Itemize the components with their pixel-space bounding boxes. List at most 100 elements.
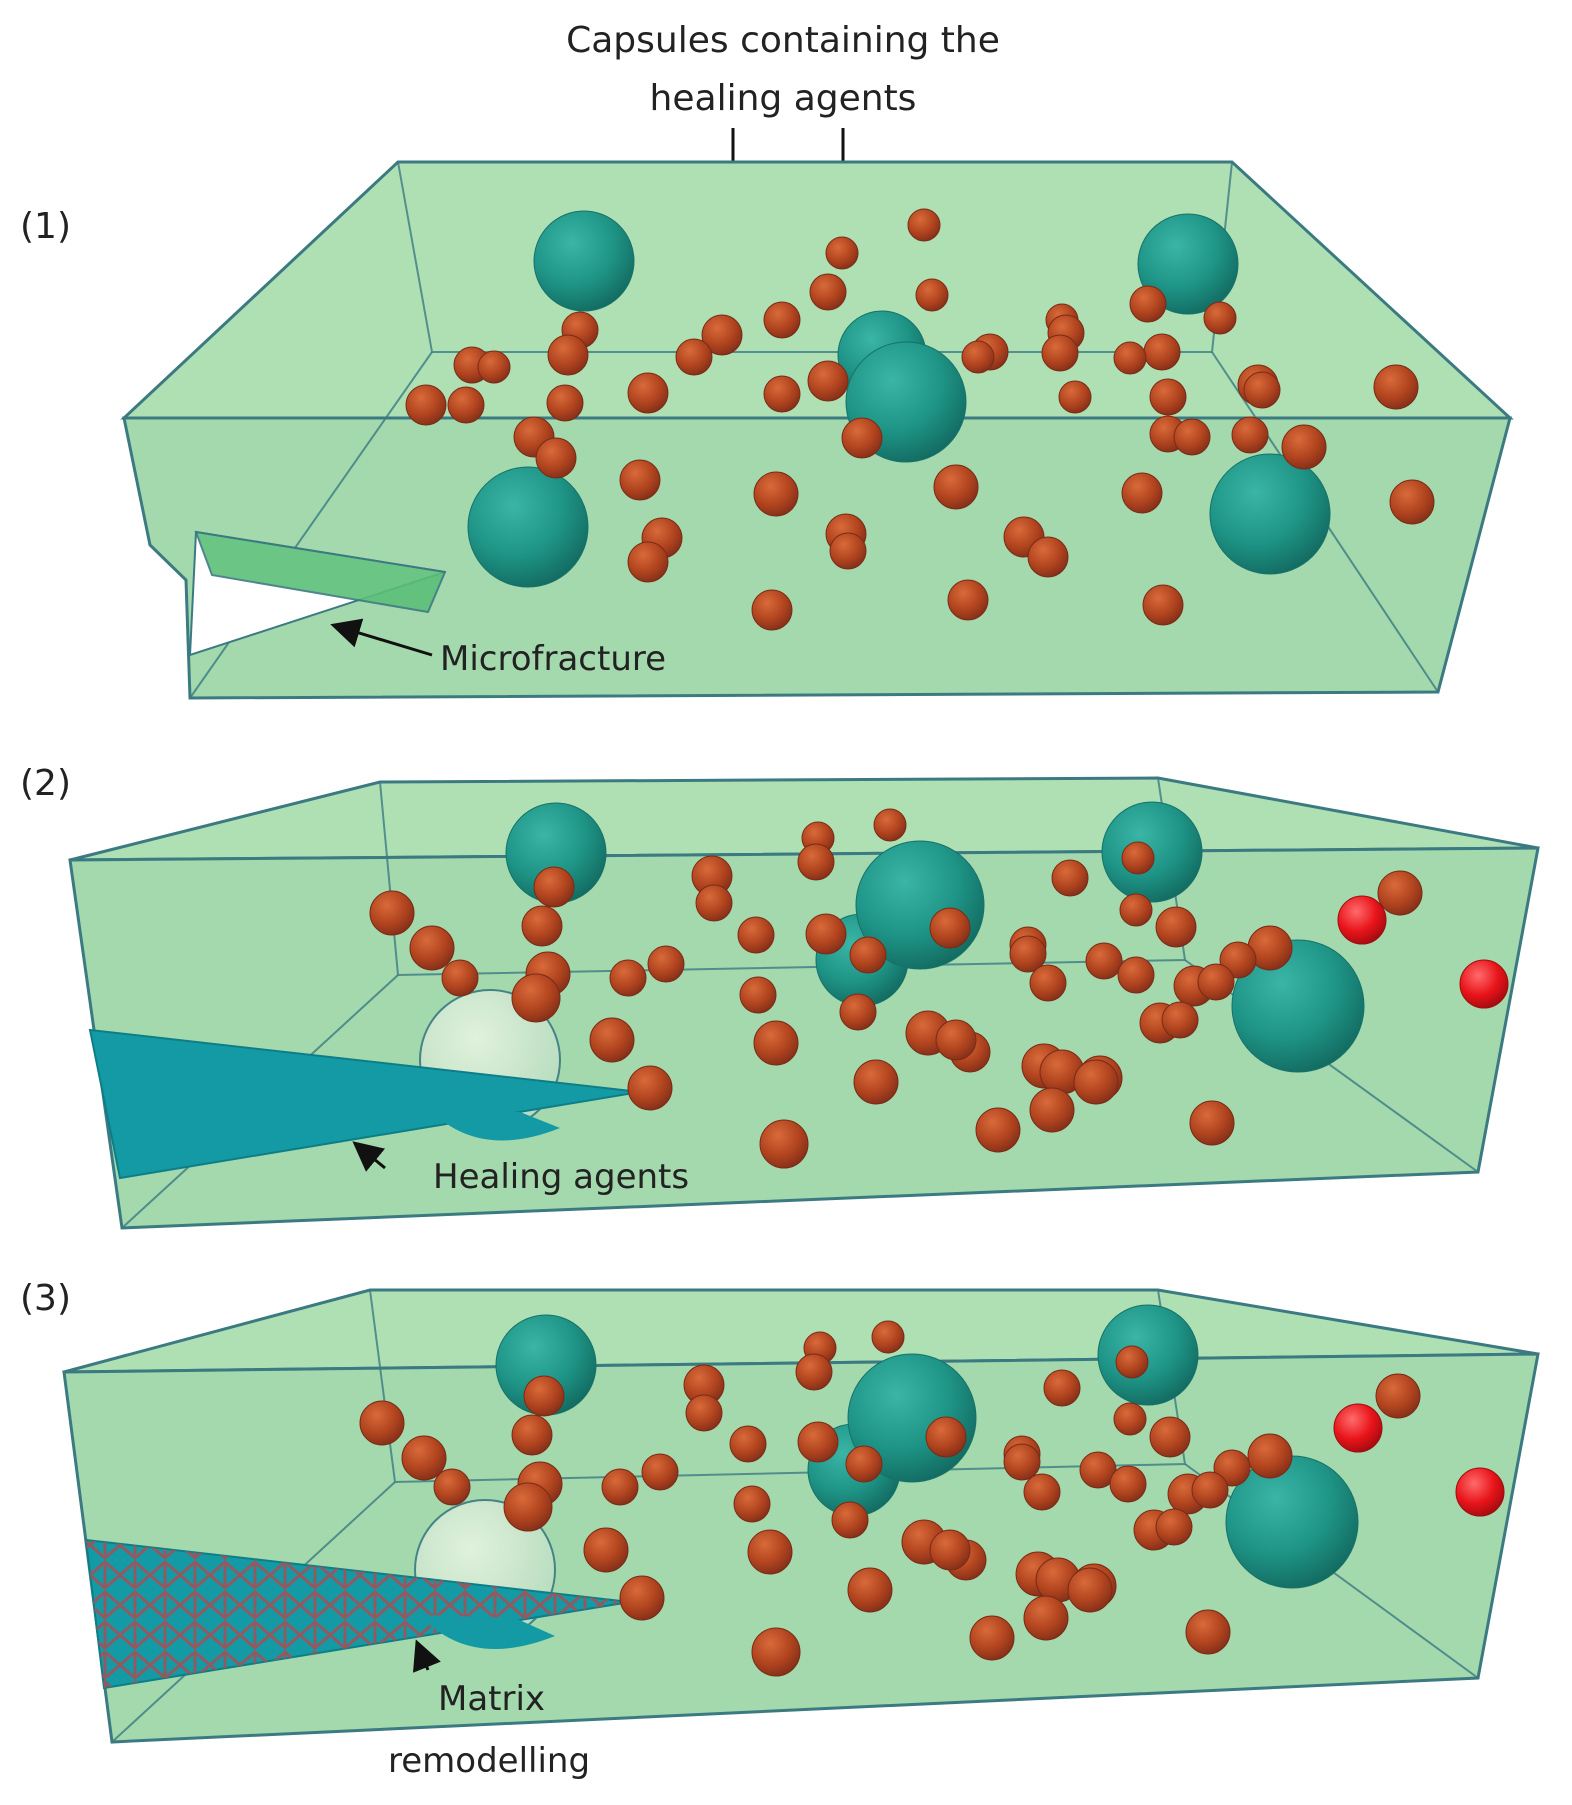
small-capsule xyxy=(1375,1373,1421,1419)
small-capsule xyxy=(739,976,777,1014)
small-capsule xyxy=(359,1400,405,1446)
small-capsule xyxy=(1281,424,1327,470)
small-capsule xyxy=(447,386,485,424)
capsules-annotation: Capsules containing the healing agents xyxy=(566,20,1000,261)
matrix-label: Matrix xyxy=(438,1679,545,1719)
small-capsule xyxy=(929,907,971,949)
small-capsule xyxy=(1173,418,1211,456)
small-capsule xyxy=(601,1468,639,1506)
small-capsule xyxy=(747,1529,793,1575)
small-capsule xyxy=(1113,341,1147,375)
small-capsule xyxy=(1185,1609,1231,1655)
small-capsule xyxy=(511,973,561,1023)
large-capsule xyxy=(1097,1304,1199,1406)
small-capsule xyxy=(535,437,577,479)
small-capsule xyxy=(1161,1001,1199,1039)
small-capsule xyxy=(477,350,511,384)
small-capsule xyxy=(807,360,849,402)
small-capsule xyxy=(847,1567,893,1613)
small-capsule xyxy=(845,1445,883,1483)
small-capsule xyxy=(433,1468,471,1506)
small-capsule xyxy=(647,945,685,983)
panel-1-label: (1) xyxy=(20,206,71,247)
small-capsule xyxy=(1119,893,1153,927)
small-capsule xyxy=(589,1017,635,1063)
small-capsule xyxy=(533,866,575,908)
small-capsule xyxy=(695,884,733,922)
healing-agents-label: Healing agents xyxy=(433,1157,689,1197)
small-capsule xyxy=(1247,1433,1293,1479)
small-capsule xyxy=(1113,1402,1147,1436)
small-capsule xyxy=(627,372,669,414)
small-capsule xyxy=(1155,1508,1193,1546)
small-capsule xyxy=(1231,416,1269,454)
small-capsule xyxy=(929,1529,971,1571)
panel-3-label: (3) xyxy=(20,1278,71,1319)
small-capsule xyxy=(401,1435,447,1481)
large-capsule xyxy=(467,466,589,588)
small-capsule xyxy=(503,1482,553,1532)
small-capsule xyxy=(1023,1595,1069,1641)
panel-3: (3) Matrix remodelling xyxy=(20,1278,1540,1781)
small-capsule xyxy=(925,1416,967,1458)
small-capsule xyxy=(1121,472,1163,514)
small-capsule xyxy=(751,589,793,631)
small-capsule xyxy=(849,936,887,974)
small-capsule xyxy=(831,1501,869,1539)
healing-agent-bulge xyxy=(430,1110,560,1141)
small-capsule xyxy=(961,340,995,374)
microfracture-label: Microfracture xyxy=(440,639,666,679)
small-capsule xyxy=(797,1421,839,1463)
small-capsule xyxy=(1027,536,1069,578)
small-capsule xyxy=(1073,1059,1119,1105)
small-capsule xyxy=(547,334,589,376)
small-capsule xyxy=(1373,364,1419,410)
small-capsule xyxy=(1149,378,1187,416)
small-capsule xyxy=(1243,371,1281,409)
small-capsule xyxy=(1155,906,1197,948)
small-capsule xyxy=(546,384,584,422)
small-capsule xyxy=(523,1375,565,1417)
small-capsule xyxy=(701,314,743,356)
small-capsule xyxy=(641,1453,679,1491)
small-capsule xyxy=(583,1527,629,1573)
panel-2-label: (2) xyxy=(20,763,71,804)
small-capsule xyxy=(1129,285,1167,323)
small-capsule xyxy=(1142,584,1184,626)
small-capsule xyxy=(1197,963,1235,1001)
small-capsule xyxy=(1058,380,1092,414)
released-capsule xyxy=(1455,1467,1505,1517)
panel-2-top-face xyxy=(69,776,1539,862)
small-capsule xyxy=(1203,301,1237,335)
small-capsule xyxy=(1009,935,1047,973)
small-capsule xyxy=(933,464,979,510)
remodelling-label: remodelling xyxy=(388,1741,590,1781)
large-capsule xyxy=(1231,939,1365,1073)
small-capsule xyxy=(1121,841,1155,875)
small-capsule xyxy=(1149,1416,1191,1458)
small-capsule xyxy=(1051,859,1089,897)
small-capsule xyxy=(809,273,847,311)
small-capsule xyxy=(1143,333,1181,371)
small-capsule xyxy=(685,1394,723,1432)
small-capsule xyxy=(853,1059,899,1105)
small-capsule xyxy=(797,843,835,881)
small-capsule xyxy=(1389,479,1435,525)
panel-1: (1) Microfracture xyxy=(20,160,1514,700)
released-capsule xyxy=(1337,895,1387,945)
small-capsule xyxy=(409,925,455,971)
small-capsule xyxy=(969,1615,1015,1661)
small-capsule xyxy=(751,1627,801,1677)
small-capsule xyxy=(975,1107,1021,1153)
healing-agents-arrow xyxy=(352,1141,386,1172)
small-capsule xyxy=(1117,956,1155,994)
small-capsule xyxy=(619,1575,665,1621)
small-capsule xyxy=(733,1485,771,1523)
small-capsule xyxy=(1191,1471,1229,1509)
small-capsule xyxy=(627,541,669,583)
small-capsule xyxy=(441,959,479,997)
remodelled-bulge xyxy=(420,1615,555,1649)
small-capsule xyxy=(839,993,877,1031)
small-capsule xyxy=(511,1414,553,1456)
